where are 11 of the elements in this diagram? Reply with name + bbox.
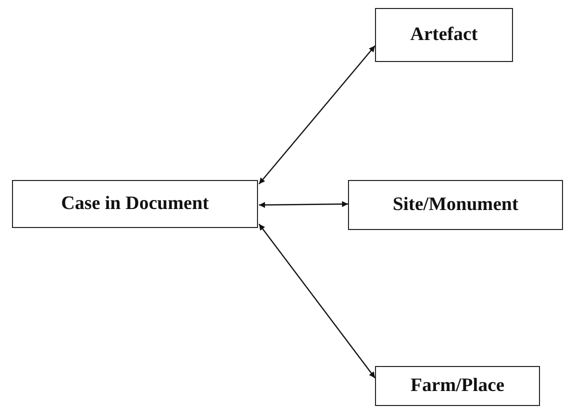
- entity-box: [348, 180, 563, 230]
- entity-label: Site/Monument: [392, 194, 518, 216]
- entity-label: Farm/Place: [410, 375, 504, 397]
- entity-box: [375, 366, 540, 406]
- entity-label: Artefact: [410, 24, 478, 46]
- entity-box: [375, 8, 513, 62]
- double-arrow: [259, 201, 348, 208]
- double-arrow: [258, 224, 376, 378]
- entity-box: [12, 180, 258, 228]
- entity-label: Case in Document: [61, 193, 209, 215]
- double-arrow: [258, 45, 376, 184]
